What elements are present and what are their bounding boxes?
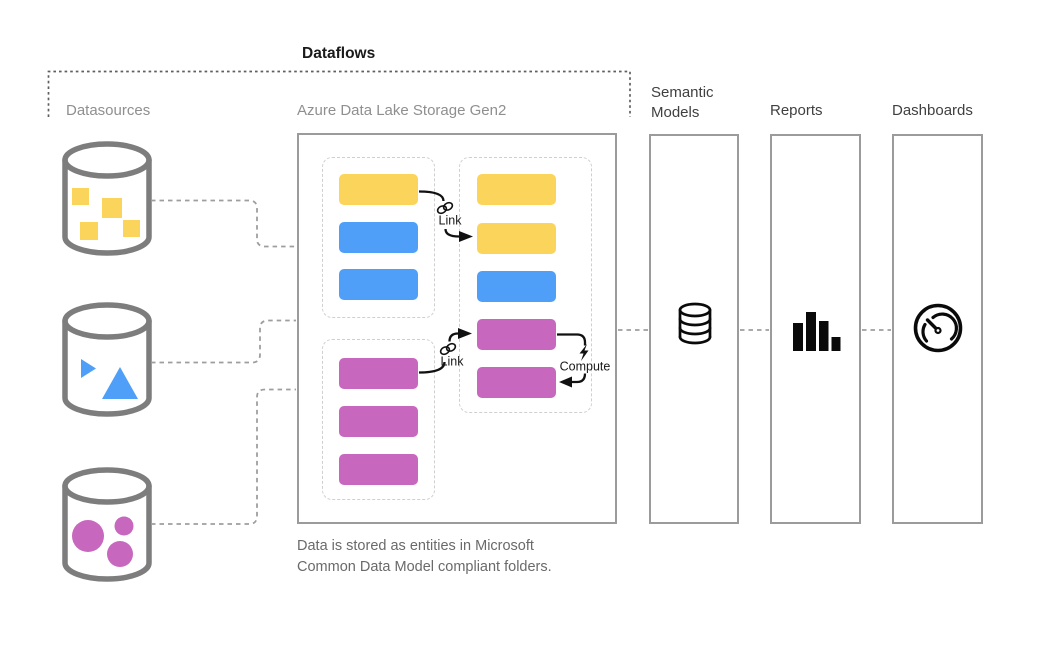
entity-rect-pink [339,454,418,485]
connector-datasource-2 [151,319,296,364]
semantic-models-box [649,134,739,524]
entity-rect-pink [477,319,556,350]
blue-triangles [81,359,138,399]
connector-datasource-1 [151,199,296,248]
entity-rect-pink [339,406,418,437]
adls-group-right [459,157,592,413]
adls-label: Azure Data Lake Storage Gen2 [297,102,507,119]
connector-datasource-3 [151,388,296,525]
entity-rect-yellow [477,174,556,205]
dashboards-label: Dashboards [892,102,973,119]
entity-rect-yellow [477,223,556,254]
reports-box [770,134,861,524]
adls-group-left-bottom [322,339,435,500]
semantic-models-label: Semantic Models [651,84,714,122]
entity-rect-pink [339,358,418,389]
entity-rect-yellow [339,174,418,205]
entity-rect-blue [477,271,556,302]
reports-label: Reports [770,102,823,119]
pink-circles [72,516,134,567]
entity-rect-blue [339,222,418,253]
entity-rect-pink [477,367,556,398]
datasources-label: Datasources [66,102,151,119]
datasource-cylinder-circles [62,467,152,582]
datasource-cylinder-squares [62,141,152,256]
dashboards-box [892,134,983,524]
entity-rect-blue [339,269,418,300]
adls-group-left-top [322,157,435,318]
dataflows-title: Dataflows [302,45,376,62]
datasource-cylinder-triangles [62,302,152,417]
adls-caption: Data is stored as entities in Microsoft … [297,538,552,576]
yellow-squares [72,188,140,240]
